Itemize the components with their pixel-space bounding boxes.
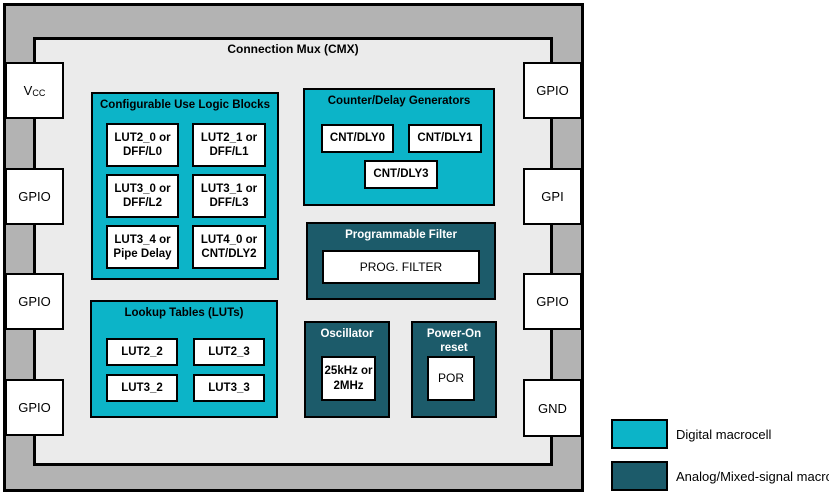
- legend-label-analog: Analog/Mixed-signal macrocell: [676, 468, 829, 484]
- pin-gpio-left-3: GPIO: [5, 379, 64, 436]
- macrocell-lut2-1: LUT2_1 or DFF/L1: [192, 123, 266, 167]
- block-counter-delay-generators: Counter/Delay Generators CNT/DLY0 CNT/DL…: [303, 88, 495, 206]
- macrocell-lut3-4: LUT3_4 or Pipe Delay: [106, 225, 179, 269]
- block-title: Lookup Tables (LUTs): [124, 307, 244, 319]
- macrocell-prog-filter: PROG. FILTER: [322, 250, 480, 284]
- pin-gpio-right-1: GPIO: [523, 62, 582, 119]
- block-lookup-tables: Lookup Tables (LUTs) LUT2_2 LUT2_3 LUT3_…: [90, 300, 278, 418]
- macrocell-lut2-3: LUT2_3: [193, 338, 265, 366]
- pin-label: GND: [538, 400, 567, 416]
- macrocell-por: POR: [427, 356, 475, 401]
- pin-label: GPIO: [18, 400, 51, 415]
- pin-label: GPIO: [18, 189, 51, 204]
- block-power-on-reset: Power-On reset POR: [411, 321, 497, 418]
- pin-vcc-subscript: CC: [32, 88, 46, 98]
- macrocell-cnt-dly1: CNT/DLY1: [408, 124, 482, 153]
- block-programmable-filter: Programmable Filter PROG. FILTER: [306, 222, 496, 300]
- macrocell-lut4-0: LUT4_0 or CNT/DLY2: [192, 225, 266, 269]
- macrocell-cnt-dly3: CNT/DLY3: [364, 160, 438, 189]
- legend-swatch-analog: [611, 461, 668, 491]
- pin-label: GPIO: [18, 294, 51, 309]
- pin-vcc-label: V: [23, 83, 33, 98]
- macrocell-cnt-dly0: CNT/DLY0: [321, 124, 394, 153]
- macrocell-lut3-1: LUT3_1 or DFF/L3: [192, 174, 266, 218]
- legend-swatch-digital: [611, 419, 668, 449]
- macrocell-oscillator: 25kHz or 2MHz: [321, 356, 376, 401]
- macrocell-lut2-2: LUT2_2: [106, 338, 178, 366]
- pin-gpio-left-2: GPIO: [5, 273, 64, 330]
- macrocell-lut2-0: LUT2_0 or DFF/L0: [106, 123, 179, 167]
- pin-label: GPIO: [536, 294, 569, 309]
- block-configurable-use-logic: Configurable Use Logic Blocks LUT2_0 or …: [91, 92, 279, 280]
- block-title: Oscillator: [320, 328, 374, 340]
- block-oscillator: Oscillator 25kHz or 2MHz: [304, 321, 390, 418]
- pin-label: GPIO: [536, 83, 569, 98]
- block-title: Counter/Delay Generators: [327, 95, 471, 107]
- pin-gpio-left-1: GPIO: [5, 168, 64, 225]
- macrocell-lut3-2: LUT3_2: [106, 374, 178, 402]
- block-title: Power-On reset: [426, 328, 482, 355]
- block-title: Configurable Use Logic Blocks: [100, 99, 270, 111]
- pin-gnd: GND: [523, 379, 582, 437]
- pin-gpio-right-2: GPIO: [523, 273, 582, 330]
- legend-label-digital: Digital macrocell: [676, 426, 772, 442]
- macrocell-lut3-3: LUT3_3: [193, 374, 265, 402]
- pin-label: GPI: [541, 189, 564, 204]
- macrocell-lut3-0: LUT3_0 or DFF/L2: [106, 174, 179, 218]
- block-title: Programmable Filter: [345, 229, 457, 241]
- pin-gpi: GPI: [523, 168, 582, 225]
- connection-mux-title: Connection Mux (CMX): [227, 42, 359, 56]
